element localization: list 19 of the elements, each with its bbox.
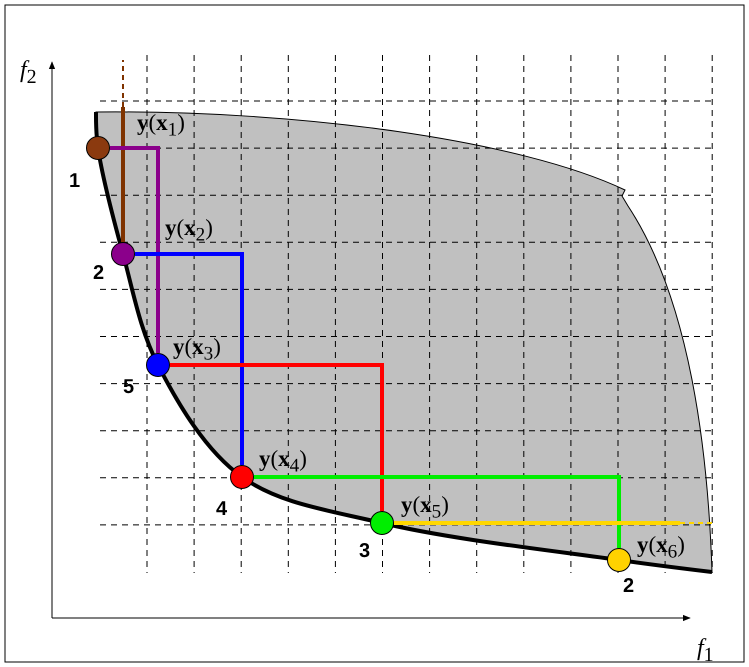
point-label: y(x$_{6}$) [637,533,685,562]
f1-axis-label: f$_{1}$ [697,636,714,665]
dominance-line [110,146,160,353]
point-label: y(x$_{3}$) [173,335,221,364]
dominance-line [170,363,384,511]
point-label: y(x$_{4}$) [259,447,307,476]
point-label: y(x$_{5}$) [401,493,449,522]
dominance-line [135,252,244,465]
point-count: 2 [93,263,104,283]
point-count: 5 [123,377,134,397]
point-count: 3 [359,541,370,561]
f2-axis-label: f$_{2}$ [20,58,37,87]
dominance-line [254,475,621,548]
point-count: 1 [69,171,80,191]
dominance-line [121,60,125,242]
point-label: y(x$_{1}$) [137,111,185,140]
point-count: 4 [216,499,228,519]
point-count: 2 [623,576,634,596]
point-label: y(x$_{2}$) [165,216,213,245]
